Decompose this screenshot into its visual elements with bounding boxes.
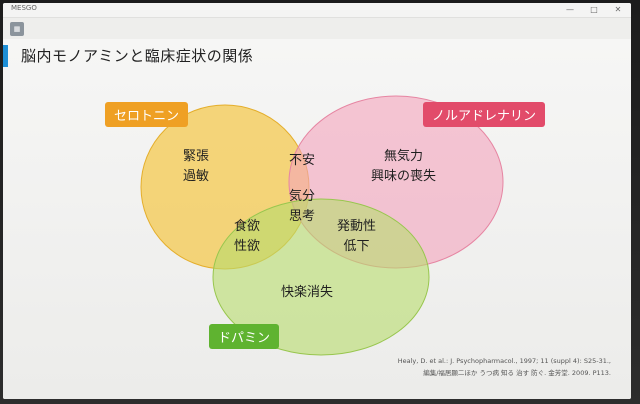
slide-title: 脳内モノアミンと臨床症状の関係 xyxy=(21,47,254,65)
region-text: 快楽消失 xyxy=(281,285,334,300)
serotonin-label: セロトニン xyxy=(105,102,189,127)
region-text: 不安 xyxy=(289,153,316,168)
app-name: MESGO xyxy=(11,4,37,12)
region-serotonin-noradrenaline: 不安 xyxy=(289,151,315,171)
noradrenaline-label: ノルアドレナリン xyxy=(423,102,546,127)
region-text: 低下 xyxy=(343,239,370,254)
venn-diagram xyxy=(140,95,504,356)
region-text: 無気力 xyxy=(384,149,424,164)
region-text: 性欲 xyxy=(234,239,261,254)
region-text: 興味の喪失 xyxy=(371,169,437,184)
minimize-button[interactable]: — xyxy=(566,5,574,14)
region-text: 緊張 xyxy=(183,149,210,164)
grid-icon[interactable]: ▦ xyxy=(10,22,24,36)
region-serotonin-only: 緊張 過敏 xyxy=(183,147,209,187)
reference-line-2: 編集/福居顯二ほか うつ病 知る 治す 防ぐ. 金芳堂. 2009. P113. xyxy=(423,369,611,377)
region-text: 思考 xyxy=(289,209,316,224)
region-text: 食欲 xyxy=(234,219,261,234)
dopamine-circle xyxy=(212,198,430,356)
region-text: 過敏 xyxy=(183,169,210,184)
dopamine-label: ドパミン xyxy=(209,324,280,349)
title-accent-bar xyxy=(3,45,8,67)
region-serotonin-dopamine: 食欲 性欲 xyxy=(234,217,260,257)
region-all-three: 気分 思考 xyxy=(289,187,315,227)
region-text: 気分 xyxy=(289,189,316,204)
region-noradrenaline-dopamine: 発動性 低下 xyxy=(337,217,376,257)
region-dopamine-only: 快楽消失 xyxy=(281,283,333,303)
reference-line-1: Healy, D. et al.: J. Psychopharmacol., 1… xyxy=(397,357,611,365)
region-noradrenaline-only: 無気力 興味の喪失 xyxy=(371,147,436,187)
slide: 脳内モノアミンと臨床症状の関係 セロトニン ノルアドレナリン ドパミン 緊張 過… xyxy=(3,39,631,399)
app-window: MESGO — □ ✕ ▦ 脳内モノアミンと臨床症状の関係 セロトニン ノルアド… xyxy=(3,3,631,399)
maximize-button[interactable]: □ xyxy=(590,5,598,14)
close-button[interactable]: ✕ xyxy=(614,5,622,14)
title-bar: MESGO — □ ✕ xyxy=(3,3,631,18)
region-text: 発動性 xyxy=(337,219,377,234)
